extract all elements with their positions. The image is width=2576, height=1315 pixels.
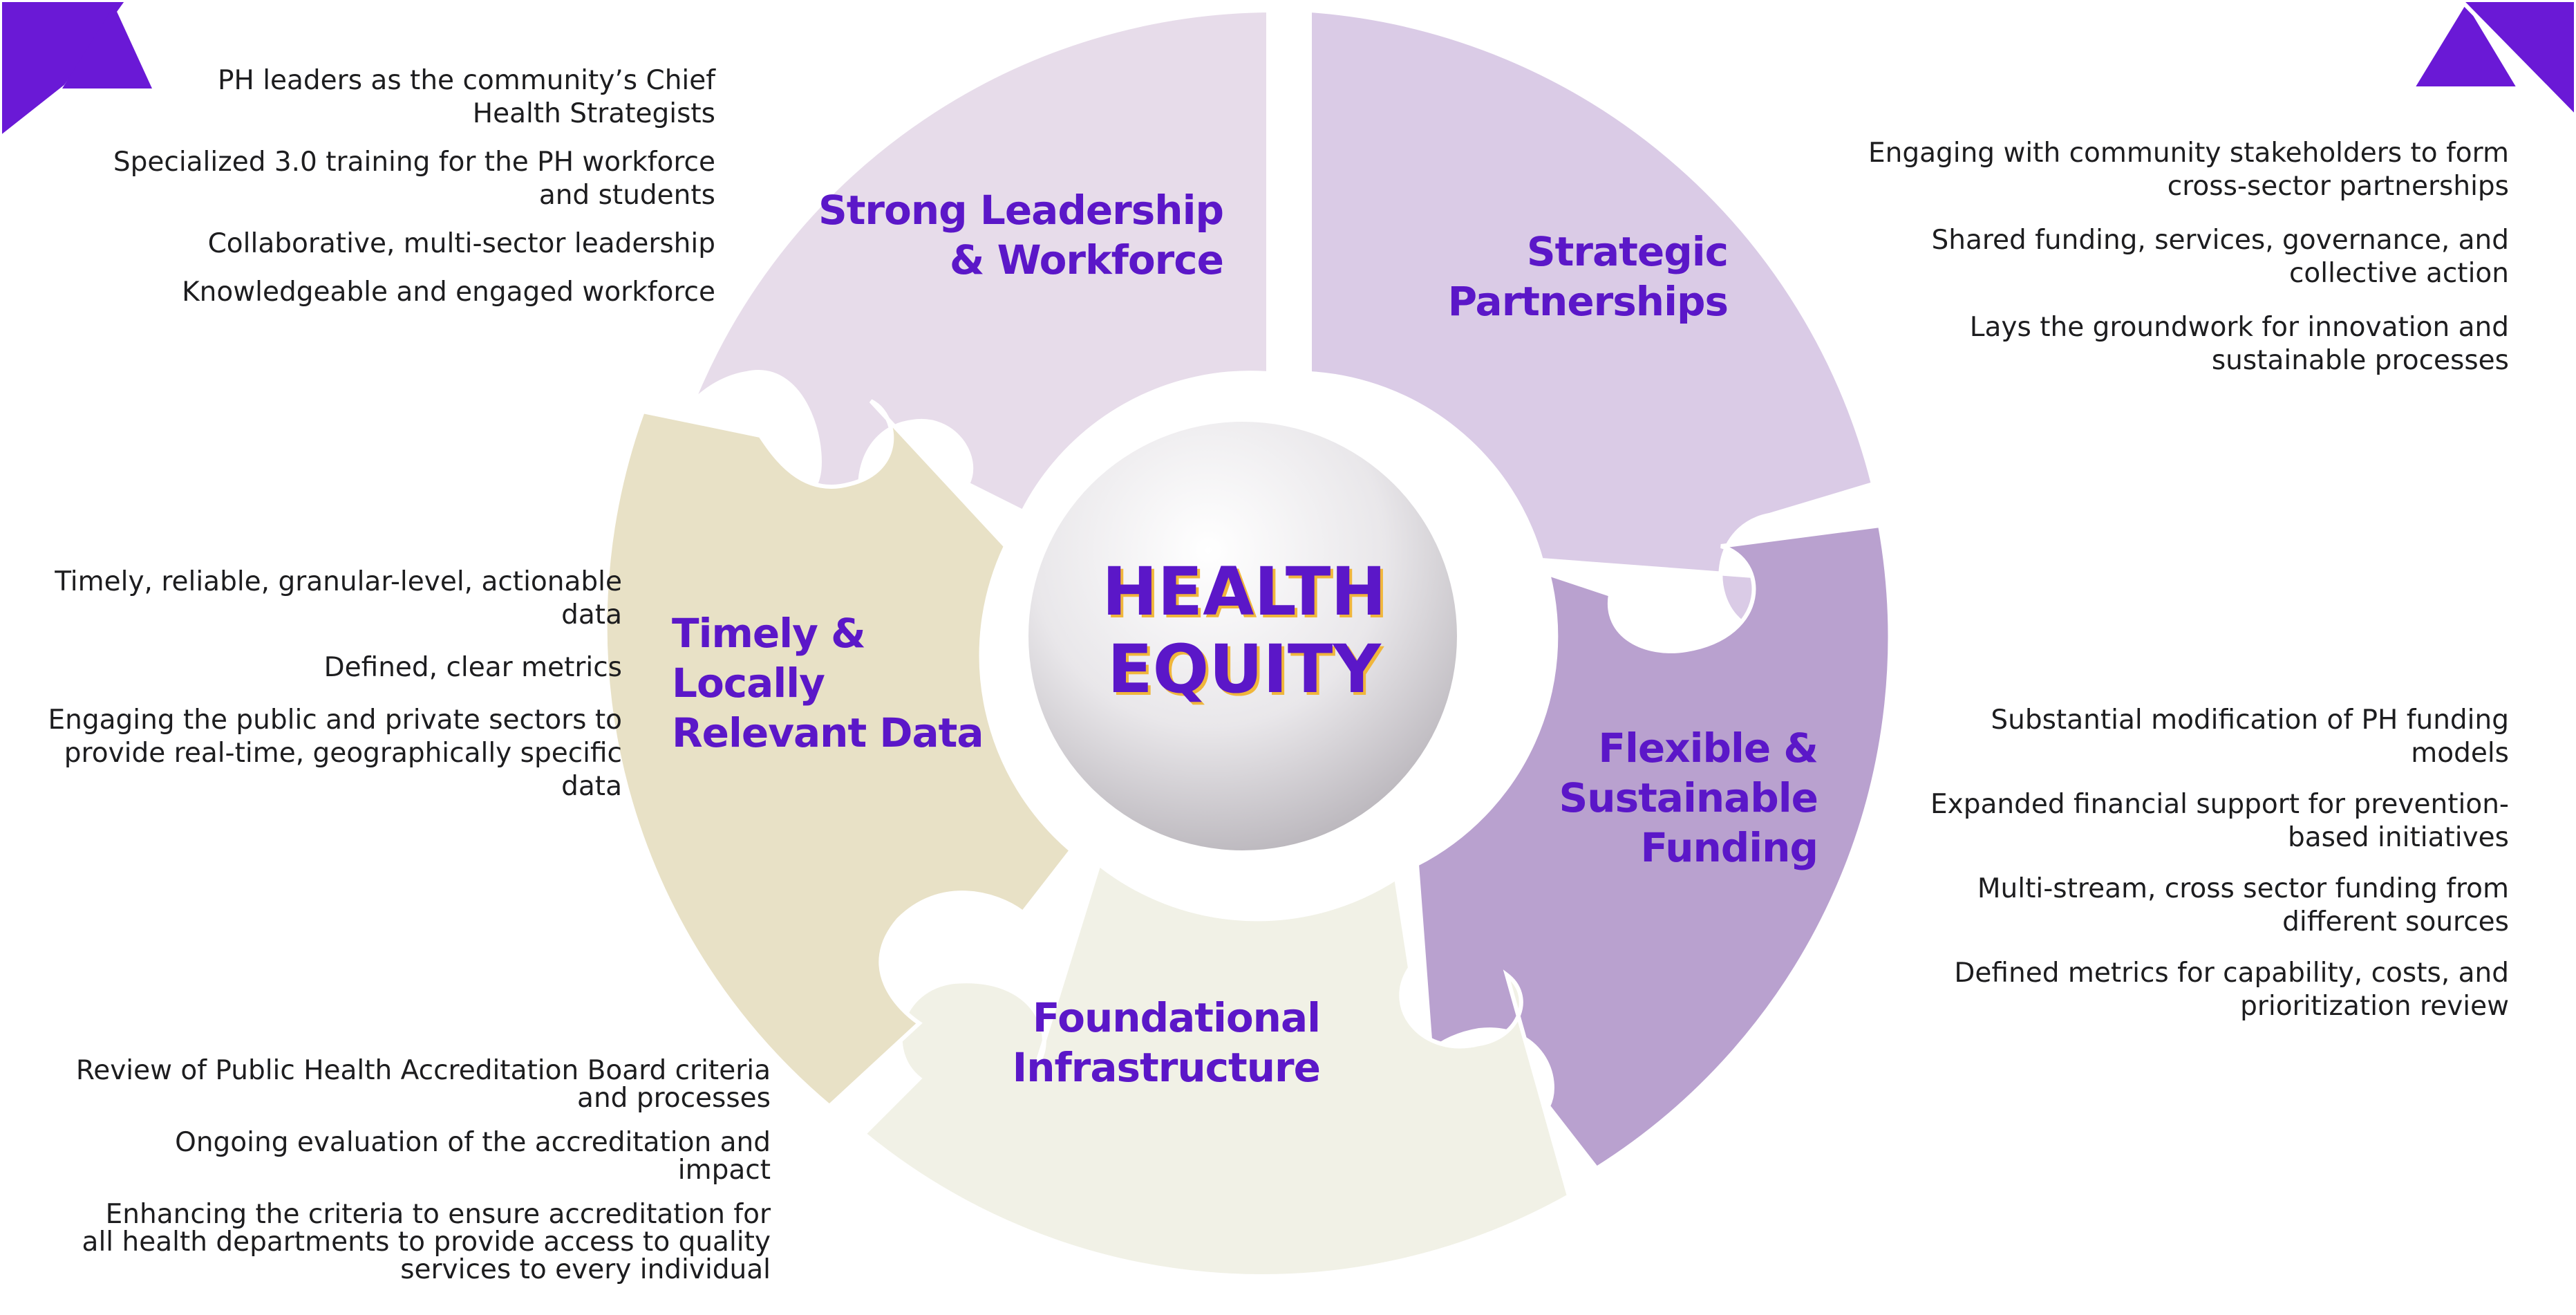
segment-title-infrastructure-line1: Foundational: [1032, 994, 1321, 1041]
notes-partnerships: Engaging with community stakeholders to …: [1818, 137, 2509, 377]
ring: [603, 8, 1892, 1278]
note-item: Expanded financial support for preventio…: [1818, 788, 2509, 855]
note-item: Engaging the public and private sectors …: [0, 704, 622, 803]
segment-title-leadership-line1: Strong Leadership: [818, 187, 1224, 234]
corner-triangle-right: [2408, 0, 2523, 91]
note-item: Review of Public Health Accreditation Bo…: [10, 1057, 771, 1112]
center-title-line1: HEALTH: [1102, 553, 1386, 631]
segment-title-funding: Flexible & Sustainable Funding: [1500, 723, 1819, 873]
note-line: Defined, clear metrics: [323, 652, 622, 683]
note-item: Shared funding, services, governance, an…: [1818, 224, 2509, 290]
note-line: different sources: [2282, 906, 2509, 938]
note-line: Shared funding, services, governance, an…: [1931, 225, 2509, 256]
segment-title-infrastructure-line2: Infrastructure: [1012, 1044, 1321, 1091]
note-item: Defined, clear metrics: [0, 651, 622, 684]
note-item: Defined metrics for capability, costs, a…: [1818, 957, 2509, 1023]
segment-title-leadership-line2: & Workforce: [949, 236, 1224, 283]
segment-partnerships: [1308, 8, 1876, 632]
note-line: Engaging the public and private sectors …: [48, 705, 622, 736]
note-line: Timely, reliable, granular-level, action…: [55, 566, 622, 597]
segment-title-partnerships-line1: Strategic: [1526, 228, 1729, 275]
note-item: Enhancing the criteria to ensure accredi…: [10, 1201, 771, 1284]
note-line: Multi-stream, cross sector funding from: [1977, 873, 2509, 904]
corner-triangle-left-small: [62, 6, 152, 88]
note-line: Knowledgeable and engaged workforce: [182, 277, 715, 308]
note-line: Specialized 3.0 training for the PH work…: [113, 147, 715, 178]
segment-title-funding-line3: Funding: [1640, 824, 1818, 871]
note-line: data: [561, 599, 622, 631]
note-line: Ongoing evaluation of the accreditation …: [175, 1127, 771, 1158]
note-line: sustainable processes: [2211, 345, 2509, 376]
note-line: Defined metrics for capability, costs, a…: [1954, 958, 2509, 989]
note-line: Expanded financial support for preventio…: [1930, 789, 2509, 820]
note-item: Timely, reliable, granular-level, action…: [0, 566, 622, 632]
segment-title-infrastructure: Foundational Infrastructure: [981, 993, 1321, 1092]
segment-leadership: [690, 8, 1270, 517]
segment-title-funding-line2: Sustainable: [1559, 774, 1819, 821]
note-item: Collaborative, multi-sector leadership: [24, 227, 715, 261]
segment-title-funding-line1: Flexible &: [1598, 725, 1818, 772]
note-line: PH leaders as the community’s Chief: [217, 65, 715, 96]
note-line: based initiatives: [2287, 822, 2509, 853]
note-line: Engaging with community stakeholders to …: [1868, 138, 2509, 169]
segment-title-data-line1: Timely &: [672, 610, 866, 657]
segment-data: [603, 399, 1075, 1109]
note-item: Knowledgeable and engaged workforce: [24, 276, 715, 309]
note-line: Collaborative, multi-sector leadership: [207, 228, 715, 259]
segment-title-leadership: Strong Leadership & Workforce: [816, 185, 1224, 285]
note-line: data: [561, 771, 622, 802]
segment-title-partnerships-line2: Partnerships: [1447, 278, 1729, 325]
note-line: services to every individual: [400, 1254, 771, 1285]
note-item: Engaging with community stakeholders to …: [1818, 137, 2509, 203]
note-line: Substantial modification of PH funding: [1991, 705, 2509, 736]
note-line: cross-sector partnerships: [2167, 171, 2509, 202]
note-line: provide real-time, geographically specif…: [64, 738, 622, 769]
center-title-line2: EQUITY: [1107, 631, 1381, 708]
note-line: and processes: [577, 1083, 771, 1114]
center-title: HEALTH EQUITY: [1037, 553, 1451, 708]
center-orb: [1028, 422, 1457, 850]
note-line: Enhancing the criteria to ensure accredi…: [105, 1199, 771, 1230]
note-line: all health departments to provide access…: [82, 1227, 771, 1258]
notes-infrastructure: Review of Public Health Accreditation Bo…: [10, 1057, 771, 1284]
segment-title-data: Timely & Locally Relevant Data: [672, 608, 1017, 758]
corner-triangle-right-edge: [2457, 0, 2576, 121]
segment-title-data-line2: Locally: [672, 660, 825, 707]
note-line: collective action: [2288, 258, 2509, 289]
note-line: prioritization review: [2240, 991, 2509, 1022]
notes-data: Timely, reliable, granular-level, action…: [0, 566, 622, 803]
note-line: and students: [538, 180, 715, 211]
note-line: Review of Public Health Accreditation Bo…: [75, 1055, 771, 1086]
segment-title-data-line3: Relevant Data: [672, 709, 984, 756]
segment-infrastructure: [861, 860, 1572, 1278]
note-line: models: [2411, 738, 2509, 769]
note-line: Health Strategists: [472, 98, 715, 129]
segment-title-partnerships: Strategic Partnerships: [1417, 227, 1729, 326]
note-item: Ongoing evaluation of the accreditation …: [10, 1129, 771, 1184]
note-line: impact: [677, 1155, 771, 1186]
note-line: Lays the groundwork for innovation and: [1969, 312, 2509, 343]
note-item: Specialized 3.0 training for the PH work…: [24, 146, 715, 212]
